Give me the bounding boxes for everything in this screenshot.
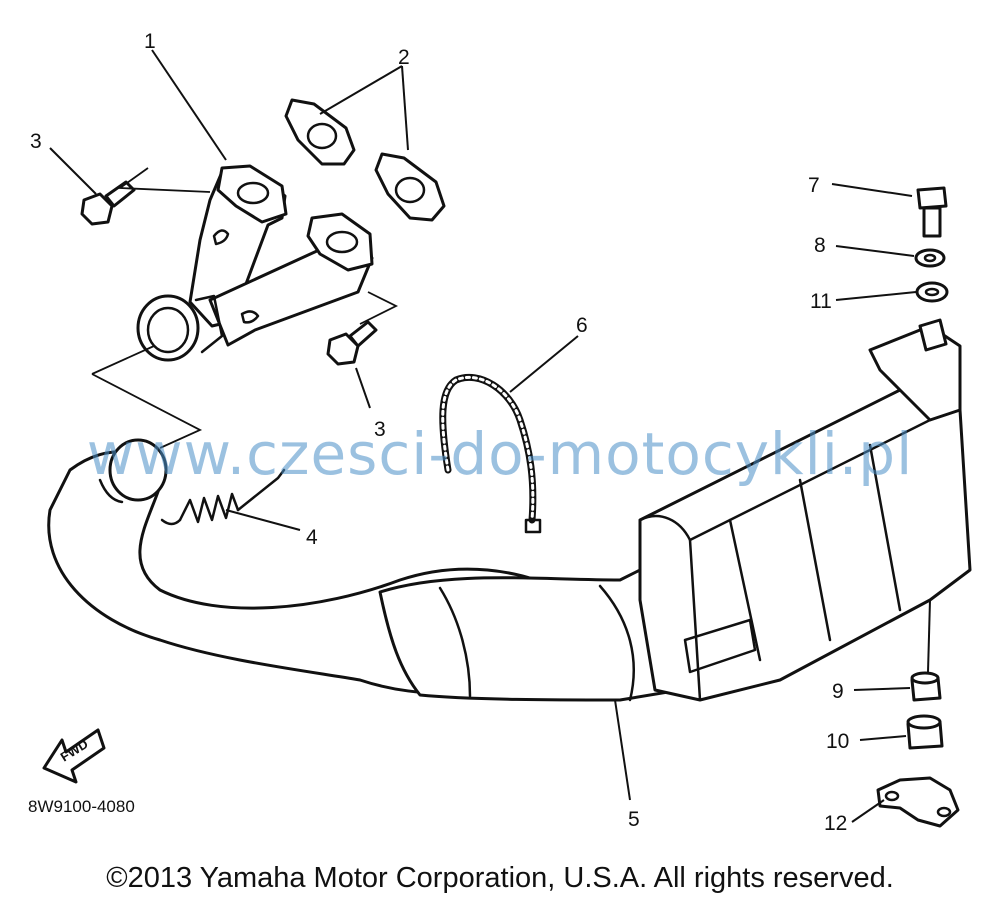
muffler-assembly [47, 318, 972, 702]
breather-hose [439, 373, 542, 534]
gasket-upper [284, 98, 356, 166]
callout-7: 7 [808, 174, 820, 197]
bolt-7 [916, 186, 948, 238]
callout-2: 2 [398, 46, 410, 69]
spring [160, 468, 286, 526]
bolt-lower [326, 320, 378, 366]
gasket-lower [374, 152, 446, 222]
bracket-12 [876, 776, 960, 828]
leader-lines [49, 49, 931, 823]
washer-8 [914, 248, 946, 268]
part-code: 8W9100-4080 [28, 797, 135, 816]
exhaust-manifold [136, 164, 374, 362]
callout-9: 9 [832, 680, 844, 703]
copyright-notice: ©2013 Yamaha Motor Corporation, U.S.A. A… [106, 862, 894, 894]
callout-3-upper: 3 [30, 130, 42, 153]
callout-12: 12 [824, 812, 847, 835]
callout-11: 11 [810, 290, 832, 313]
callout-10: 10 [826, 730, 849, 753]
callout-5: 5 [628, 808, 640, 831]
damper-10 [906, 714, 944, 750]
collar-9 [910, 671, 942, 702]
callout-4: 4 [306, 526, 318, 549]
forward-arrow: FWD [42, 728, 106, 784]
washer-11 [915, 281, 949, 303]
callout-3-lower: 3 [374, 418, 386, 441]
callout-8: 8 [814, 234, 826, 257]
assembly-lines [91, 167, 399, 449]
callout-6: 6 [576, 314, 588, 337]
callout-1: 1 [144, 30, 156, 53]
